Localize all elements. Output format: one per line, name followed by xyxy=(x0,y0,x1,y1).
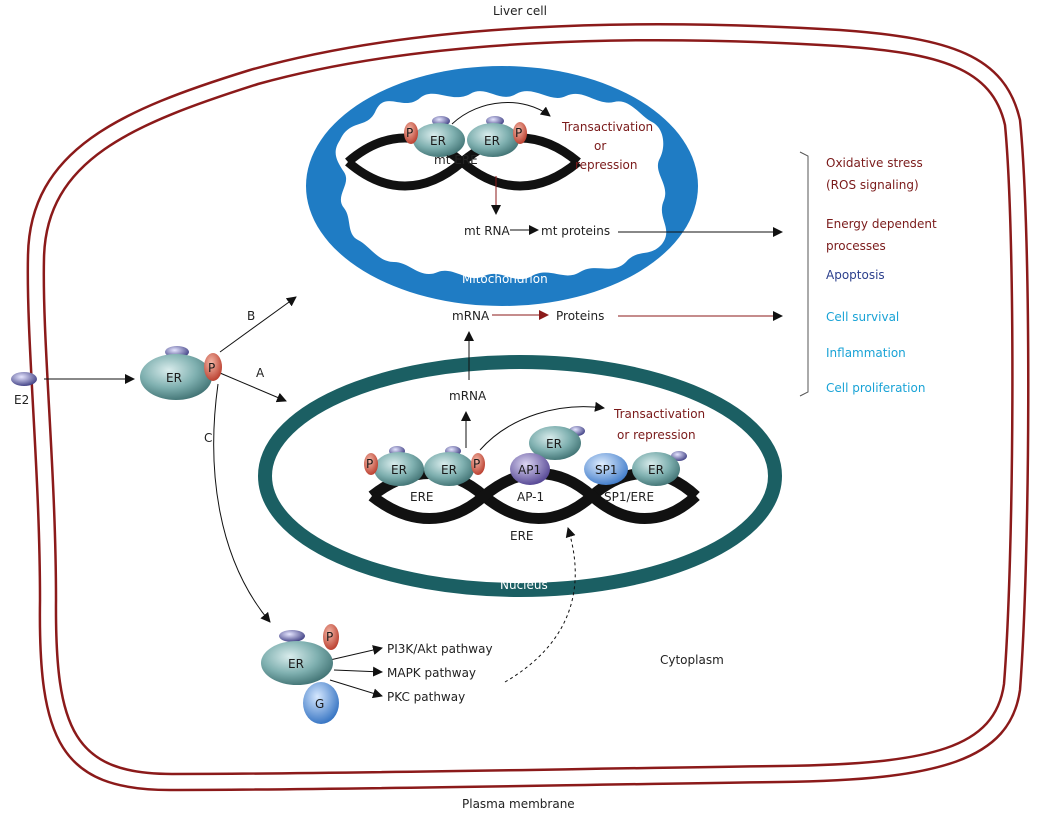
pathway-dashed-arrow xyxy=(504,527,576,683)
nucleus xyxy=(258,355,782,597)
outcome-bracket xyxy=(799,151,809,397)
outcome-item: Oxidative stress xyxy=(826,156,923,170)
er-label: ER xyxy=(166,371,182,385)
route-a-arrow xyxy=(219,372,287,403)
outcome-item: Apoptosis xyxy=(826,268,885,282)
sp1-label: SP1 xyxy=(595,463,618,477)
mrna-cyto-label: mRNA xyxy=(452,309,490,323)
cytoplasmic-er-complex: ER P xyxy=(140,346,222,400)
mt-or-label: or xyxy=(594,139,606,153)
liver-cell-label: Liver cell xyxy=(493,4,547,18)
mapk-pathway-label: MAPK pathway xyxy=(387,666,476,680)
p-label: P xyxy=(515,126,522,140)
nuclear-free-er: ER xyxy=(529,426,585,460)
sp1-ere-label: SP1/ERE xyxy=(604,490,654,504)
g-label: G xyxy=(315,697,324,711)
nuc-repression-label: or repression xyxy=(617,428,696,442)
nuc-transactivation-arrow xyxy=(479,401,605,451)
outcome-item: Energy dependent xyxy=(826,217,937,231)
mt-repression-label: repression xyxy=(575,158,638,172)
ere-label: ERE xyxy=(410,490,434,504)
route-c-label: C xyxy=(204,431,212,445)
outcome-item: Cell proliferation xyxy=(826,381,925,395)
cytoplasm-label: Cytoplasm xyxy=(660,653,724,667)
nuc-transactivation-label: Transactivation xyxy=(613,407,705,421)
mt-transactivation-label: Transactivation xyxy=(561,120,653,134)
pkc-pathway-label: PKC pathway xyxy=(387,690,465,704)
er-label: ER xyxy=(441,463,457,477)
p-label: P xyxy=(208,361,215,375)
ap1-protein: AP1 xyxy=(510,453,550,485)
mrna-nucleus-label: mRNA xyxy=(449,389,487,403)
mt-dna-helix xyxy=(345,133,581,191)
er-label: ER xyxy=(430,134,446,148)
route-a-label: A xyxy=(256,366,265,380)
route-b-arrow xyxy=(219,296,297,353)
e2-ligand xyxy=(11,372,37,386)
p-label: P xyxy=(326,630,333,644)
p-label: P xyxy=(406,126,413,140)
ap1-site-label: AP-1 xyxy=(517,490,544,504)
outcome-item: Cell survival xyxy=(826,310,899,324)
outcome-item: processes xyxy=(826,239,886,253)
p-label: P xyxy=(473,457,480,471)
p-label: P xyxy=(366,457,373,471)
er-label: ER xyxy=(288,657,304,671)
sp1-er-complex: SP1 ER xyxy=(584,451,687,486)
mt-ere-label: mt ERE xyxy=(434,153,478,167)
pi3k-pathway-label: PI3K/Akt pathway xyxy=(387,642,493,656)
mt-rna-label: mt RNA xyxy=(464,224,511,238)
er-label: ER xyxy=(546,437,562,451)
outcome-item: (ROS signaling) xyxy=(826,178,919,192)
pathway-arrows xyxy=(329,645,383,699)
outcome-list: Oxidative stress (ROS signaling) Energy … xyxy=(826,156,937,395)
outcome-item: Inflammation xyxy=(826,346,906,360)
mitochondrion-label: Mitochondrion xyxy=(462,272,548,286)
plasma-membrane-label: Plasma membrane xyxy=(462,797,575,811)
er-label: ER xyxy=(648,463,664,477)
nucleus-label: Nucleus xyxy=(500,578,548,592)
plasma-membrane xyxy=(26,23,1030,792)
ap1-label: AP1 xyxy=(518,463,541,477)
proteins-label: Proteins xyxy=(556,309,604,323)
route-c-arrow xyxy=(213,383,271,623)
nuclear-er-dimer: ER ER P P xyxy=(364,446,485,486)
e2-label: E2 xyxy=(14,393,29,407)
mt-er-dimer: ER ER P P xyxy=(404,116,527,157)
mt-transactivation-arrow xyxy=(451,102,551,125)
mt-proteins-label: mt proteins xyxy=(541,224,610,238)
membrane-er-complex: ER P G xyxy=(261,624,339,724)
ere-below-label: ERE xyxy=(510,529,534,543)
er-label: ER xyxy=(391,463,407,477)
er-label: ER xyxy=(484,134,500,148)
route-b-label: B xyxy=(247,309,255,323)
